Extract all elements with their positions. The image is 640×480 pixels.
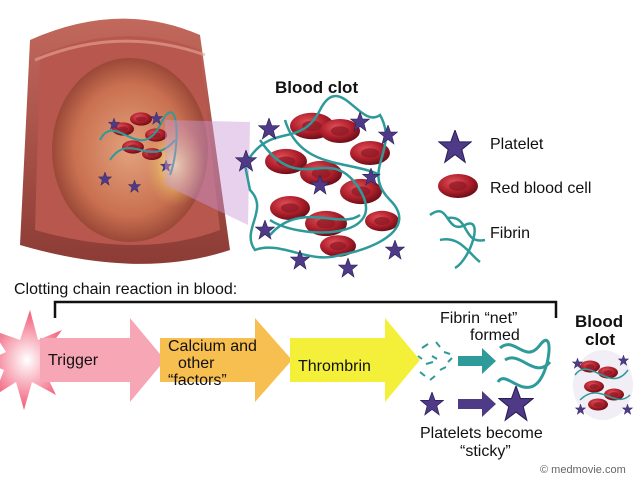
legend-fibrin-label: Fibrin: [490, 225, 531, 242]
platelets-sticky-line1: Platelets become: [420, 425, 543, 442]
thrombin-label: Thrombrin: [298, 358, 371, 375]
calcium-label-line1: Calcium and: [168, 338, 257, 355]
calcium-arrow: [160, 318, 292, 402]
trigger-label: Trigger: [48, 352, 99, 369]
trigger-arrow: [40, 318, 165, 402]
result-label-line2: clot: [585, 330, 616, 349]
platelet-sticky-icon: [498, 386, 534, 421]
fibrin-icon: [429, 210, 486, 270]
clot-title: Blood clot: [275, 78, 359, 97]
trigger-burst-icon: [0, 310, 70, 410]
credit-text: © medmovie.com: [540, 464, 626, 476]
platelet-inactive-icon: [420, 392, 444, 416]
magnify-wedge: [165, 120, 250, 225]
fibrinogen-fragments: [417, 341, 453, 381]
thrombin-arrow: [290, 318, 420, 402]
legend-platelet-label: Platelet: [490, 136, 544, 153]
calcium-label-line2: other: [178, 355, 215, 372]
calcium-label-line3: “factors”: [168, 372, 227, 389]
result-label-line1: Blood: [575, 312, 624, 331]
fibrin-net-icon: [496, 339, 552, 389]
artery-clot: [98, 111, 178, 193]
chain-title: Clotting chain reaction in blood:: [14, 281, 238, 298]
fibrin-net-label-line2: formed: [470, 327, 520, 344]
artery-illustration: [20, 18, 230, 264]
fibrin-net-label-line1: Fibrin “net”: [440, 310, 518, 327]
platelets-sticky-line2: “sticky”: [460, 443, 511, 460]
chain-bracket: [53, 300, 558, 318]
clot-enlarged: [235, 94, 405, 278]
legend-rbc-label: Red blood cell: [490, 180, 592, 197]
fibrin-arrow: [458, 348, 496, 374]
result-clot-icon: [572, 350, 633, 420]
platelet-arrow: [458, 391, 496, 417]
red-blood-cell-icon: [438, 174, 478, 198]
platelet-icon: [438, 130, 472, 163]
